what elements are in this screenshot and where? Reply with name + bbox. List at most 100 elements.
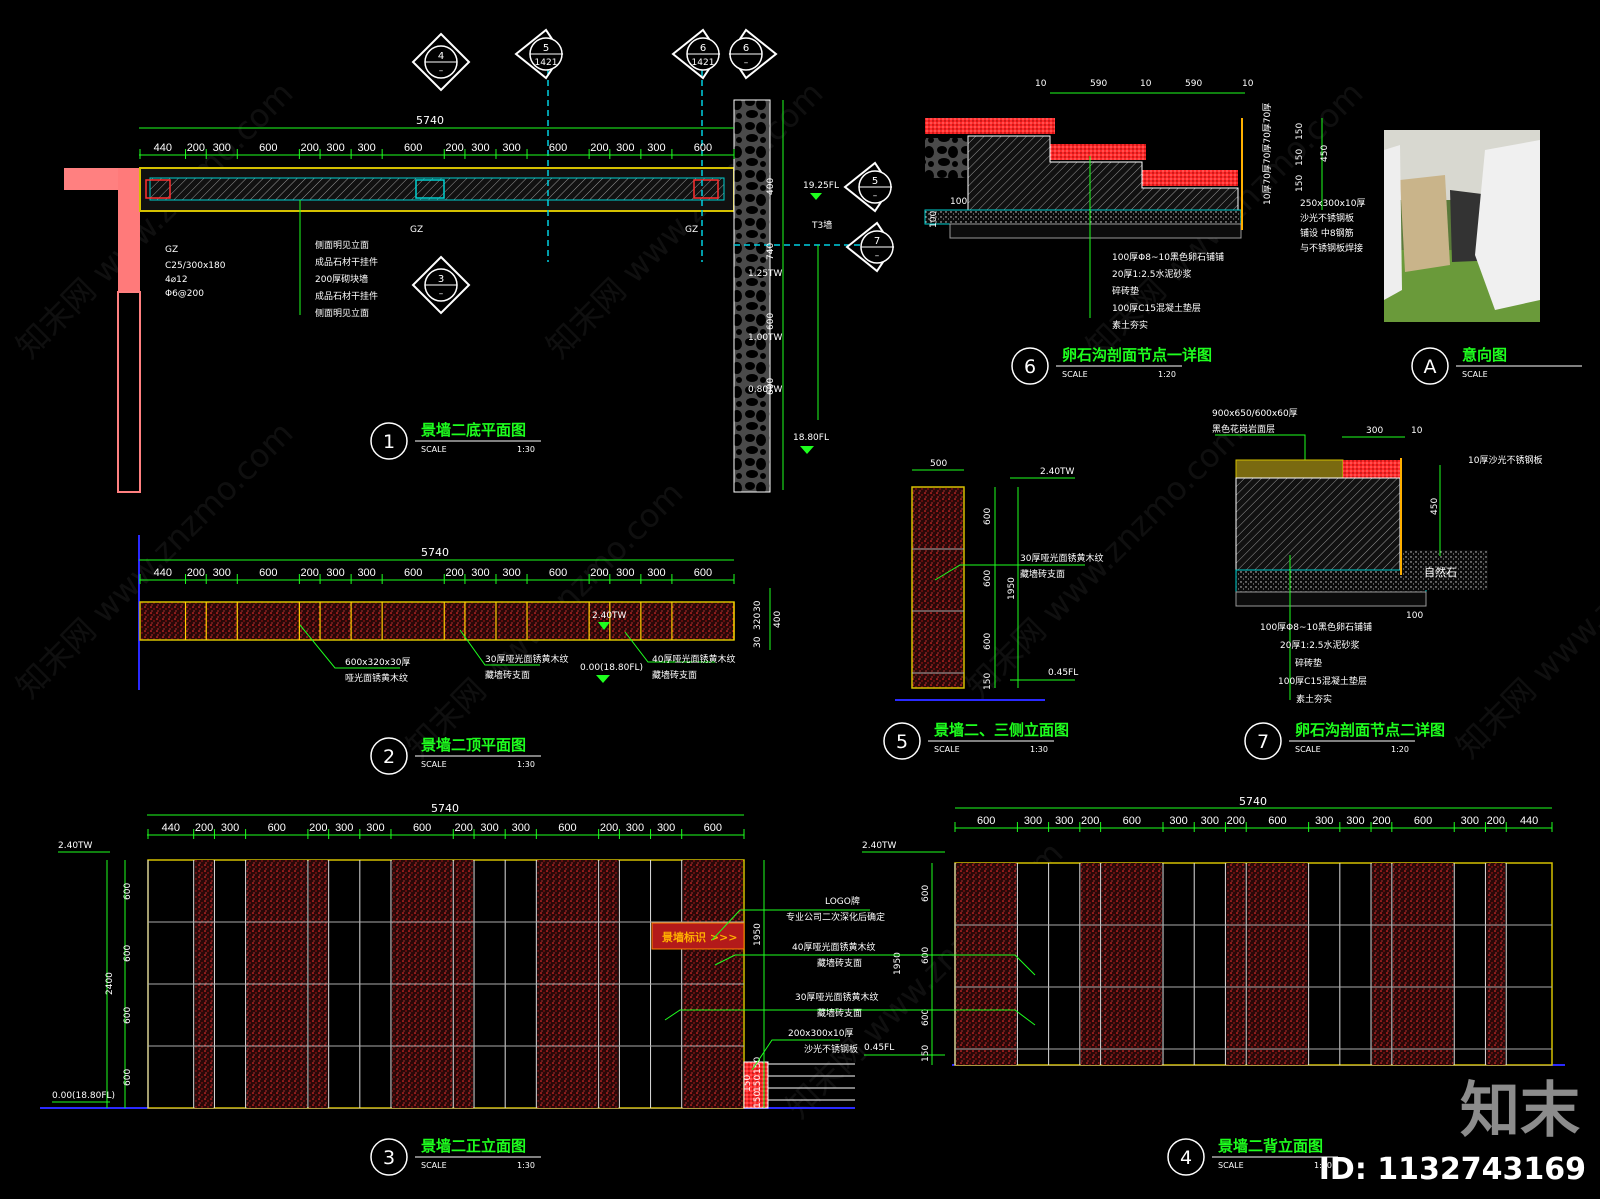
- dim: 590: [1185, 79, 1202, 89]
- dim-label: 600: [1123, 815, 1141, 827]
- dim-label: 300: [502, 142, 520, 154]
- natural-stone: [1402, 550, 1488, 590]
- photo-wood-wall: [1400, 175, 1450, 272]
- callout: 藏墙砖支面: [817, 1007, 862, 1019]
- marker-ref: –: [873, 191, 878, 201]
- dim-label: 200: [600, 822, 618, 834]
- dim-label: 200: [1487, 815, 1505, 827]
- dim-label: 300: [512, 822, 530, 834]
- top-plan-side-dims: 400 320 30 30: [753, 588, 783, 650]
- scale-label: SCALE: [1462, 370, 1488, 379]
- watermark: 知末网 www.znzmo.com: [9, 74, 301, 366]
- callout: 200x300x10厚: [788, 1028, 853, 1039]
- scale-label: SCALE: [421, 1161, 447, 1170]
- dim-label: 440: [1520, 815, 1538, 827]
- stone-panel: [1080, 863, 1100, 1065]
- marker-ref: –: [744, 58, 749, 68]
- title-number: 2: [383, 746, 395, 768]
- stone-panel: [1486, 863, 1506, 1065]
- level-triangle: [800, 446, 814, 454]
- dim-label: 300: [1201, 815, 1219, 827]
- leader: [870, 954, 1036, 976]
- dim-label: 300: [1315, 815, 1333, 827]
- dim-label: 200: [454, 822, 472, 834]
- dim-label: 200: [187, 142, 205, 154]
- dim: 10: [1242, 79, 1254, 89]
- base-layer: [1235, 591, 1427, 607]
- dim-label: 300: [647, 142, 665, 154]
- stone-joints: [184, 602, 735, 640]
- scale-value: 1:20: [1391, 745, 1409, 754]
- side-note: 与不锈钢板焊接: [1300, 242, 1363, 254]
- callout: 40厚哑光面锈黄木纹: [792, 941, 875, 953]
- dim-label: 200: [445, 142, 463, 154]
- dim: 100: [929, 211, 939, 228]
- top-plan-callouts: 600x320x30厚 哑光面锈黄木纹 30厚哑光面锈黄木纹 藏墙砖支面 40厚…: [299, 624, 735, 684]
- dim: 600: [123, 1007, 133, 1024]
- level-tw: 2.40TW: [862, 841, 897, 851]
- dim: 600: [921, 885, 931, 902]
- dim: 400: [766, 178, 776, 195]
- granite-step: [1050, 144, 1146, 160]
- granite-cap: [1343, 460, 1400, 478]
- natural-stone-label: 自然石: [1424, 565, 1457, 579]
- side-note: 沙光不锈钢板: [1300, 212, 1354, 224]
- dim: 600: [766, 378, 776, 395]
- dim-label: 300: [626, 822, 644, 834]
- dim-label: 300: [647, 567, 665, 579]
- dim-label: 300: [1169, 815, 1187, 827]
- dim: 150: [1295, 123, 1305, 140]
- dim: 100: [1406, 611, 1423, 621]
- drawing-title: 卵石沟剖面节点一详图: [1062, 346, 1212, 364]
- layer-note: 碎砖垫: [1295, 657, 1322, 669]
- callout: 专业公司二次深化后确定: [786, 911, 885, 923]
- dim-label: 600: [1268, 815, 1286, 827]
- granite-step: [925, 118, 1055, 134]
- callout: 成品石材干挂件: [315, 290, 378, 302]
- dim-label: 600: [694, 142, 712, 154]
- title-bubble: [1244, 722, 1282, 760]
- dim: 100: [950, 197, 967, 207]
- dim: 740: [766, 243, 776, 260]
- concrete-block: [1235, 477, 1401, 571]
- stone-panel: [1392, 863, 1454, 1065]
- dim-label: 600: [549, 567, 567, 579]
- watermark: 知末网 www.znzmo.com: [959, 414, 1251, 706]
- level-0: 0.00(18.80FL): [52, 1091, 115, 1101]
- overall-dim: 5740: [1239, 795, 1267, 808]
- gz-spec-line: 4⌀12: [165, 275, 188, 285]
- dim: 450: [1320, 145, 1330, 162]
- dim: 30: [753, 600, 763, 612]
- dim: 1950: [1007, 577, 1017, 600]
- overall-dim: 5740: [431, 802, 459, 815]
- dim: 500: [930, 459, 947, 469]
- dim-label: 600: [259, 142, 277, 154]
- dim-label: 600: [549, 142, 567, 154]
- title-bubble: [370, 422, 408, 460]
- dim-label: 300: [471, 142, 489, 154]
- gravel-layer: [924, 209, 1242, 225]
- level-tw: 2.40TW: [58, 841, 93, 851]
- marker-ref: 1421: [692, 58, 715, 68]
- layer-note: 碎砖垫: [1112, 285, 1139, 297]
- callout: 侧面明见立面: [315, 307, 369, 319]
- dim-label: 200: [1081, 815, 1099, 827]
- section-marker-arrow: [411, 32, 471, 92]
- dim: 1950: [753, 923, 763, 946]
- gz-spec-line: Φ6@200: [165, 289, 204, 299]
- dim-label: 200: [309, 822, 327, 834]
- dim: 150: [753, 1075, 763, 1092]
- dim-label: 300: [1055, 815, 1073, 827]
- side-wall: [911, 486, 965, 689]
- dim: 600: [123, 883, 133, 900]
- dim-label: 300: [480, 822, 498, 834]
- scale-value: 1:30: [517, 1161, 535, 1170]
- dim-label: 300: [1024, 815, 1042, 827]
- watermark: 知末网 www.znzmo.com: [1449, 474, 1600, 766]
- dim-label: 300: [657, 822, 675, 834]
